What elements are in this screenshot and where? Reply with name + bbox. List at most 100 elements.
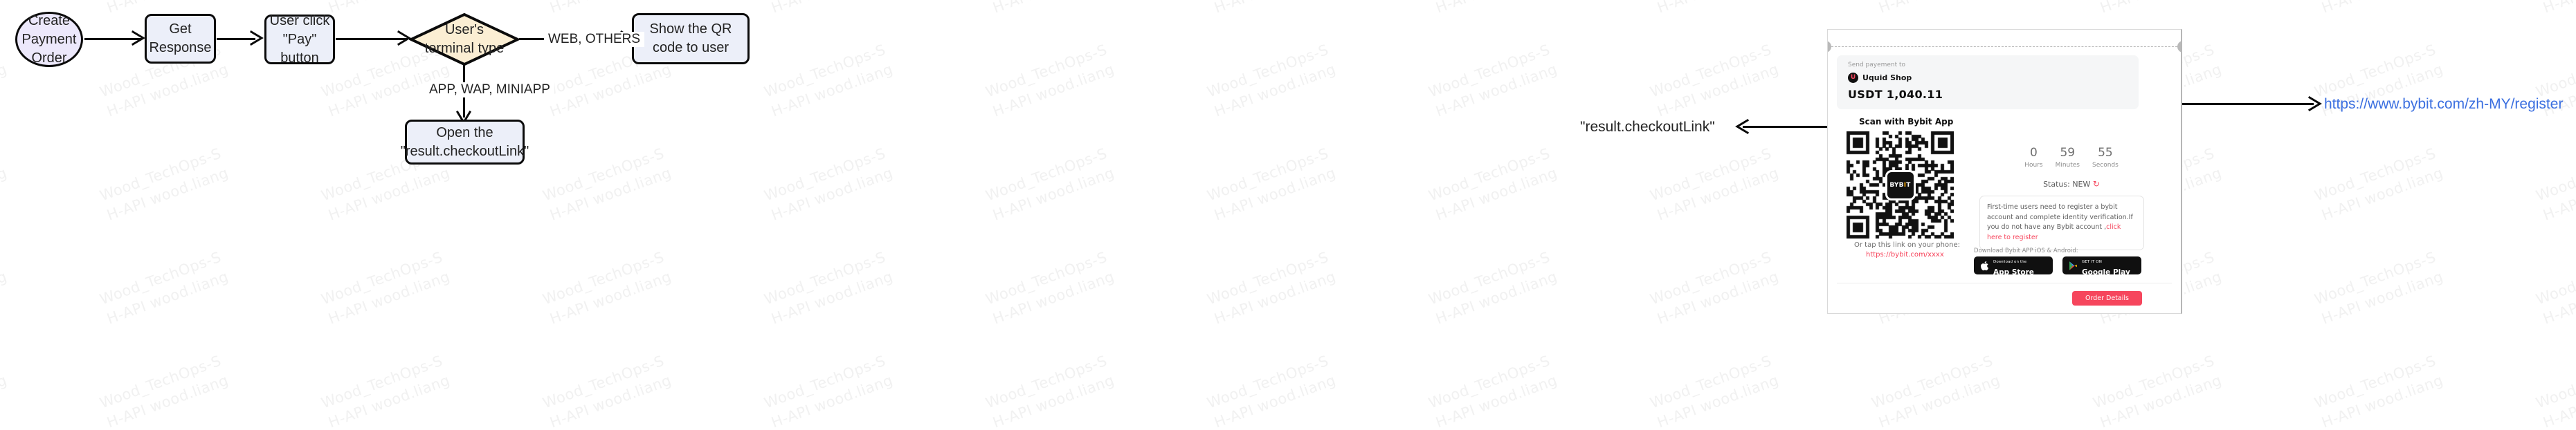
watermark-text: Wood_TechOps-S H-API wood.liang: [319, 352, 453, 430]
watermark-text: Wood_TechOps-S H-API wood.liang: [1205, 144, 1339, 224]
watermark-text: Wood_TechOps-S H-API wood.liang: [983, 41, 1117, 120]
arrowhead-to-decision: [397, 30, 411, 49]
scan-with-bybit-app-title: Scan with Bybit App: [1859, 117, 1954, 127]
watermark-text: Wood_TechOps-S H-API wood.liang: [0, 352, 10, 416]
watermark-text: Wood_TechOps-S H-API wood.liang: [0, 0, 10, 19]
watermark-text: Wood_TechOps-S H-API wood.liang: [1426, 352, 1560, 430]
watermark-text: Wood_TechOps-S H-API wood.liang: [1648, 352, 1781, 430]
countdown-hours-value: 0: [2029, 146, 2038, 160]
app-store-bottom-label: App Store: [1993, 268, 2034, 277]
countdown-hours: 0 Hours: [2024, 146, 2042, 169]
node-show-qr-code[interactable]: Show the QR code to user: [632, 13, 750, 64]
watermark-text: Wood_TechOps-S H-API wood.liang: [2312, 144, 2446, 224]
payment-summary-card: Send payement to U Uquid Shop USDT 1,040…: [1837, 55, 2139, 109]
qr-logo-pre: BYB: [1889, 181, 1904, 189]
watermark-text: Wood_TechOps-S H-API wood.liang: [319, 248, 453, 328]
google-play-top-label: GET IT ON: [2082, 260, 2102, 265]
order-details-button[interactable]: Order Details: [2072, 291, 2142, 306]
watermark-text: Wood_TechOps-S H-API wood.liang: [2534, 248, 2576, 328]
watermark-text: Wood_TechOps-S H-API wood.liang: [98, 144, 231, 224]
store-buttons: Download on the App Store GET IT ON Goog…: [1974, 256, 2141, 277]
watermark-text: Wood_TechOps-S H-API wood.liang: [983, 248, 1117, 328]
watermark-text: Wood_TechOps-S H-API wood.liang: [98, 248, 231, 328]
callout-checkout-link: "result.checkoutLink": [1580, 119, 1715, 135]
watermark-text: Wood_TechOps-S H-API wood.liang: [1205, 352, 1339, 430]
watermark-text: Wood_TechOps-S H-API wood.liang: [541, 144, 674, 224]
payment-amount: USDT 1,040.11: [1848, 88, 1943, 101]
merchant-name: Uquid Shop: [1862, 73, 1912, 82]
watermark-text: Wood_TechOps-S H-API wood.liang: [1205, 41, 1339, 120]
mockup-handle-right[interactable]: [2177, 41, 2181, 53]
watermark-text: Wood_TechOps-S H-API wood.liang: [0, 248, 10, 312]
watermark-text: Wood_TechOps-S H-API wood.liang: [1204, 0, 1339, 19]
callout-register-url[interactable]: https://www.bybit.com/zh-MY/register: [2324, 96, 2564, 112]
watermark-text: Wood_TechOps-S H-API wood.liang: [541, 248, 674, 328]
watermark-text: Wood_TechOps-S H-API wood.liang: [1648, 41, 1781, 120]
countdown-minutes-value: 59: [2060, 146, 2076, 160]
merchant-row: U Uquid Shop: [1848, 73, 2128, 83]
watermark-text: Wood_TechOps-S H-API wood.liang: [0, 41, 10, 105]
tap-link-url[interactable]: https://bybit.com/xxxx: [1866, 251, 1944, 259]
node-get-response[interactable]: Get Response: [145, 14, 216, 64]
notice-text: First-time users need to register a bybi…: [1987, 203, 2133, 232]
watermark-text: Wood_TechOps-S H-API wood.liang: [983, 352, 1117, 430]
watermark-text: Wood_TechOps-S H-API wood.liang: [2534, 352, 2576, 430]
register-link[interactable]: click here to register: [1987, 223, 2121, 242]
watermark-text: Wood_TechOps-S H-API wood.liang: [2534, 144, 2576, 224]
watermark-text: Wood_TechOps-S H-API wood.liang: [1648, 144, 1781, 224]
watermark-text: Wood_TechOps-S H-API wood.liang: [2312, 352, 2446, 430]
node-get-response-label: Get Response: [149, 21, 212, 55]
payment-checkout-mockup: Send payement to U Uquid Shop USDT 1,040…: [1827, 29, 2182, 314]
mockup-handle-left[interactable]: [1828, 41, 1831, 53]
watermark-text: Wood_TechOps-S H-API wood.liang: [2312, 248, 2446, 328]
watermark-text: Wood_TechOps-S H-API wood.liang: [1647, 0, 1782, 19]
watermark-text: Wood_TechOps-S H-API wood.liang: [2090, 0, 2225, 19]
watermark-text: Wood_TechOps-S H-API wood.liang: [1869, 0, 2004, 19]
tap-link-label: Or tap this link on your phone:: [1854, 241, 1960, 249]
watermark-text: Wood_TechOps-S H-API wood.liang: [2533, 0, 2576, 19]
watermark-text: Wood_TechOps-S H-API wood.liang: [983, 144, 1117, 224]
watermark-text: Wood_TechOps-S H-API wood.liang: [1869, 352, 2003, 430]
google-play-button[interactable]: GET IT ON Google Play: [2062, 256, 2141, 277]
edge-callout-register-url: [2170, 103, 2314, 105]
watermark-text: Wood_TechOps-S H-API wood.liang: [1205, 248, 1339, 328]
watermark-text: Wood_TechOps-S H-API wood.liang: [1426, 41, 1560, 120]
countdown-seconds-value: 55: [2098, 146, 2113, 160]
watermark-text: Wood_TechOps-S H-API wood.liang: [762, 352, 896, 430]
node-user-click-pay[interactable]: User click "Pay"button: [264, 13, 335, 66]
node-show-qr-code-label: Show the QR code to user: [649, 21, 732, 55]
google-play-bottom-label: Google Play: [2082, 268, 2130, 277]
watermark-text: Wood_TechOps-S H-API wood.liang: [762, 248, 896, 328]
watermark-text: Wood_TechOps-S H-API wood.liang: [983, 0, 1118, 19]
node-open-checkout-link[interactable]: Open the"result.checkoutLink": [401, 120, 529, 165]
decision-diamond-shape: [409, 12, 520, 66]
watermark-text: Wood_TechOps-S H-API wood.liang: [762, 144, 896, 224]
status-badge: Status: NEW: [2043, 180, 2091, 189]
app-store-button[interactable]: Download on the App Store: [1974, 256, 2053, 277]
watermark-text: Wood_TechOps-S H-API wood.liang: [0, 144, 10, 209]
watermark-text: Wood_TechOps-S H-API wood.liang: [1426, 144, 1560, 224]
edge-get-response-to-user-click-pay: [217, 38, 255, 40]
countdown-timer: 0 Hours 59 Minutes 55 Seconds: [2002, 146, 2141, 169]
arrowhead-checkout-link-callout: [1734, 118, 1750, 138]
node-open-checkout-link-label: Open the"result.checkoutLink": [400, 124, 529, 159]
first-time-user-notice: First-time users need to register a bybi…: [1979, 196, 2144, 250]
watermark-text: Wood_TechOps-S H-API wood.liang: [1426, 0, 1561, 19]
app-store-top-label: Download on the: [1993, 260, 2027, 265]
watermark-text: Wood_TechOps-S H-API wood.liang: [2091, 352, 2224, 430]
qr-logo-accent: I: [1903, 181, 1907, 189]
refresh-icon[interactable]: ↻: [2092, 179, 2100, 189]
watermark-text: Wood_TechOps-S H-API wood.liang: [761, 0, 896, 19]
google-play-icon: [2069, 261, 2078, 271]
node-user-click-pay-label: User click "Pay"button: [269, 12, 330, 66]
uquid-logo-icon: U: [1848, 73, 1858, 83]
countdown-minutes: 59 Minutes: [2056, 146, 2080, 169]
edge-callout-checkout-link: [1743, 126, 1847, 128]
watermark-text: Wood_TechOps-S H-API wood.liang: [2312, 0, 2447, 19]
